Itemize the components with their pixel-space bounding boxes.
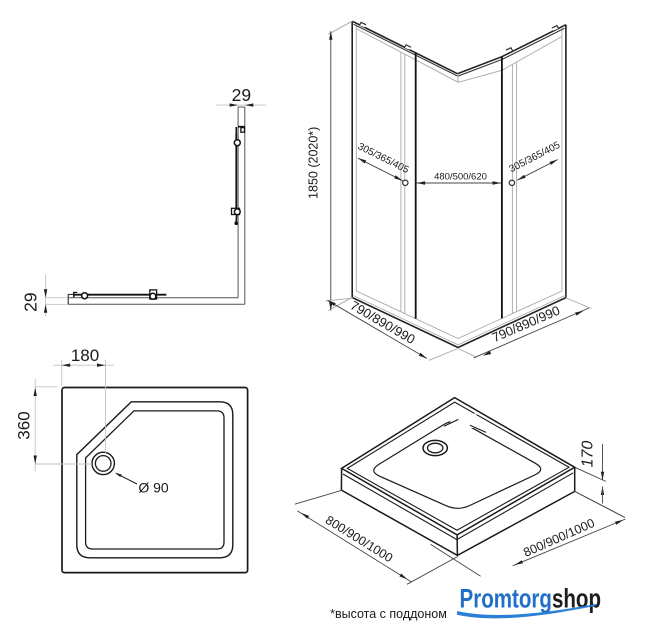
svg-text:480/500/620: 480/500/620 [434,172,487,183]
svg-text:29: 29 [20,292,40,311]
svg-text:*высота с поддоном: *высота с поддоном [330,607,447,621]
svg-text:1850 (2020*): 1850 (2020*) [306,127,320,199]
svg-text:Ø 90: Ø 90 [138,480,169,496]
svg-text:360: 360 [15,411,34,439]
svg-text:29: 29 [232,85,251,105]
svg-text:170: 170 [580,441,597,468]
svg-text:Promtorgshop: Promtorgshop [460,584,602,614]
svg-text:180: 180 [71,346,99,365]
